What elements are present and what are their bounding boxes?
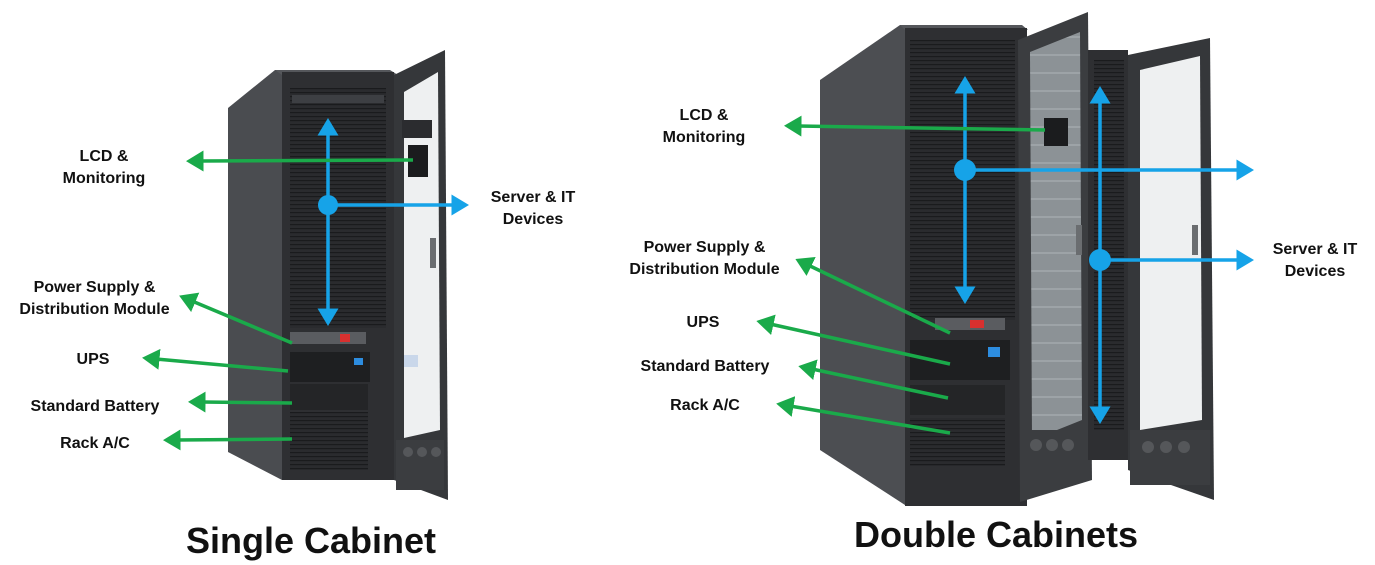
double-label-lcd-line1: LCD &	[679, 107, 729, 124]
double-arrow-ups	[756, 314, 951, 366]
double-label-power-line2: Distribution Module	[629, 261, 780, 278]
double-label-lcd: LCD & Monitoring	[644, 105, 764, 149]
single-label-lcd: LCD & Monitoring	[44, 146, 164, 190]
double-label-power-line1: Power Supply &	[643, 239, 766, 256]
single-label-lcd-line2: Monitoring	[62, 170, 146, 187]
single-label-server-line1: Server & IT	[490, 189, 576, 206]
double-cabinet-side	[820, 25, 905, 505]
double-blue-arrows	[954, 76, 1254, 424]
double-label-battery: Standard Battery	[640, 358, 770, 375]
single-label-server: Server & IT Devices	[468, 187, 598, 231]
double-blue-hub-right	[1089, 249, 1111, 271]
single-title: Single Cabinet	[186, 520, 437, 561]
single-ups-unit	[290, 352, 370, 382]
double-green-arrows	[756, 115, 1046, 435]
single-cabinet-illustration	[228, 50, 448, 500]
double-right-door-glass	[1140, 56, 1202, 430]
single-power-module	[290, 332, 366, 344]
single-blue-arrows	[317, 118, 469, 326]
single-arrow-rack-ac	[163, 429, 293, 451]
double-arrow-battery	[798, 359, 949, 400]
double-title: Double Cabinets	[854, 514, 1139, 555]
double-label-power: Power Supply & Distribution Module	[612, 237, 797, 281]
single-rack-ac-unit	[290, 412, 368, 470]
single-arrow-lcd	[186, 150, 414, 172]
double-battery-unit	[910, 385, 1005, 415]
double-label-lcd-line2: Monitoring	[662, 129, 746, 146]
single-label-power: Power Supply & Distribution Module	[2, 277, 187, 321]
double-label-server-line1: Server & IT	[1272, 241, 1358, 258]
single-battery-unit	[290, 384, 368, 410]
single-label-rack-ac: Rack A/C	[60, 435, 130, 452]
double-label-server-line2: Devices	[1284, 263, 1346, 280]
single-cabinet-side	[228, 70, 282, 480]
double-label-rack-ac: Rack A/C	[670, 397, 740, 414]
single-label-server-line2: Devices	[502, 211, 564, 228]
single-label-power-line2: Distribution Module	[19, 301, 170, 318]
single-label-battery: Standard Battery	[30, 398, 160, 415]
single-server-bay	[290, 88, 386, 328]
single-label-ups: UPS	[76, 351, 110, 368]
double-rack-ac-unit	[910, 418, 1005, 466]
single-arrow-power	[179, 292, 293, 345]
single-green-arrows	[142, 150, 414, 451]
single-blue-hub	[318, 195, 338, 215]
single-arrow-ups	[142, 348, 289, 373]
single-label-lcd-line1: LCD &	[79, 148, 129, 165]
double-label-server: Server & IT Devices	[1255, 239, 1375, 283]
double-middle-door-glass	[1030, 32, 1082, 440]
double-cabinet-illustration	[820, 12, 1214, 506]
double-label-ups: UPS	[686, 314, 720, 331]
single-arrow-battery	[188, 391, 293, 413]
double-arrow-rack-ac	[776, 396, 951, 435]
single-label-power-line1: Power Supply &	[33, 279, 156, 296]
double-arrow-power	[795, 257, 951, 335]
double-arrow-lcd	[784, 115, 1046, 137]
double-blue-hub-left	[954, 159, 976, 181]
